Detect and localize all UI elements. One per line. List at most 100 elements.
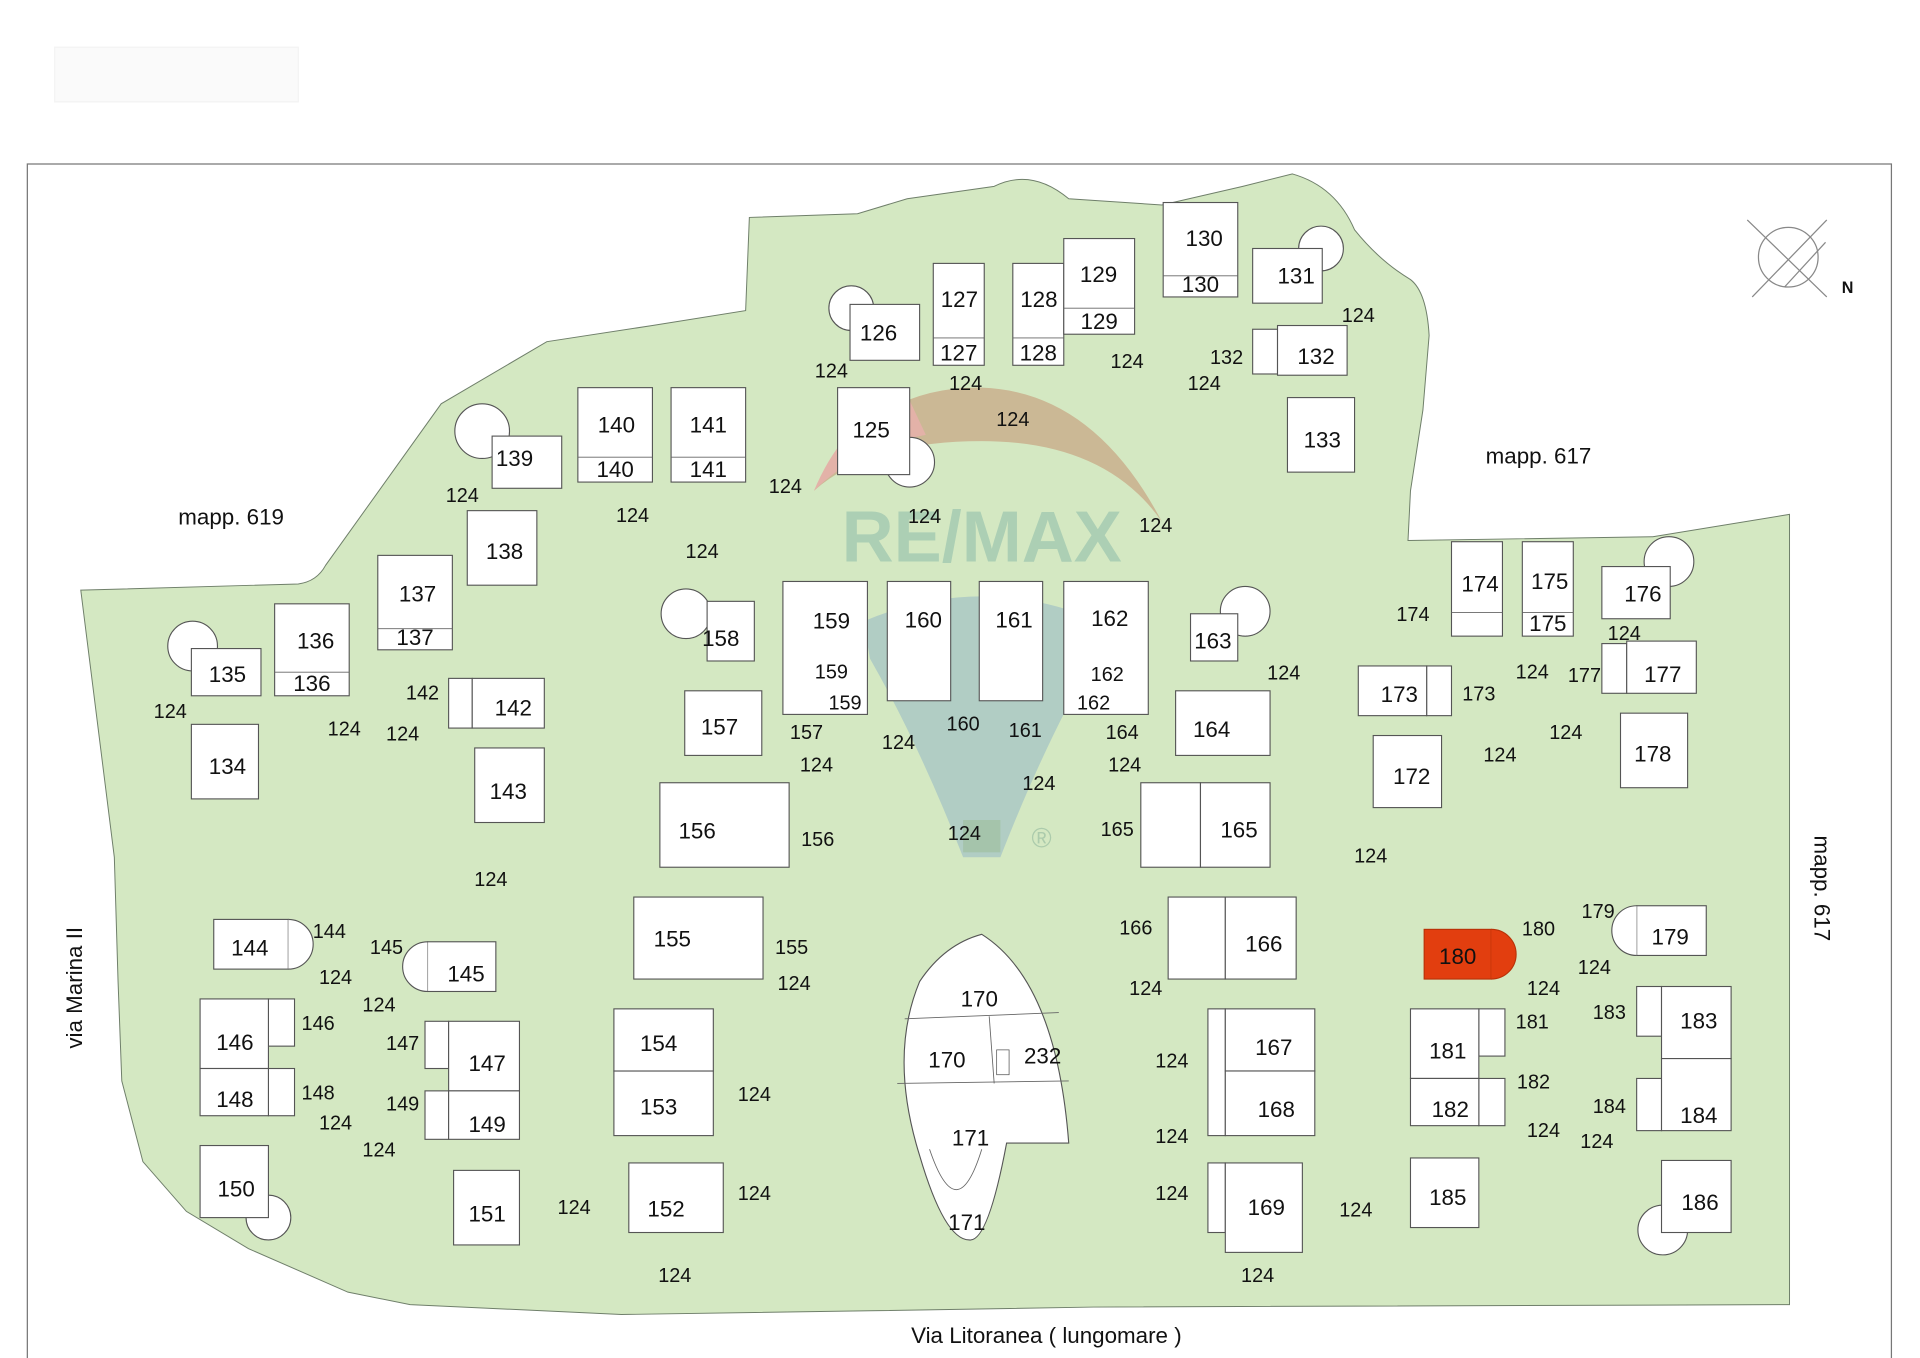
annotation-label: 124	[948, 823, 981, 845]
unit-label: 158	[702, 626, 739, 651]
unit-163[interactable]: 163	[1189, 585, 1271, 662]
unit-148[interactable]: 148	[199, 1067, 296, 1117]
unit-173[interactable]: 173	[1357, 665, 1453, 717]
unit-131[interactable]: 131	[1252, 225, 1344, 304]
oval-room-label: 171	[948, 1210, 985, 1235]
unit-186[interactable]: 186	[1637, 1159, 1732, 1256]
unit-149[interactable]: 149	[424, 1090, 521, 1140]
unit-164[interactable]: 164	[1175, 690, 1271, 756]
unit-159[interactable]: 159	[782, 580, 868, 715]
unit-166[interactable]: 166	[1167, 896, 1297, 980]
unit-172[interactable]: 172	[1372, 734, 1443, 809]
unit-150[interactable]: 150	[199, 1144, 292, 1241]
unit-125[interactable]: 125	[837, 387, 936, 488]
unit-183[interactable]: 183	[1636, 985, 1732, 1060]
unit-134[interactable]: 134	[190, 723, 260, 800]
annotation-label: 124	[1022, 773, 1055, 795]
unit-sublabel: 175	[1529, 611, 1566, 636]
compass-north-label: N	[1842, 279, 1854, 297]
unit-label: 142	[495, 696, 532, 721]
unit-label: 174	[1461, 571, 1498, 596]
unit-sublabel: 130	[1182, 272, 1219, 297]
annotation-label: 124	[1188, 373, 1221, 395]
unit-179[interactable]: 179	[1611, 905, 1707, 957]
unit-139[interactable]: 139	[454, 403, 563, 489]
unit-158[interactable]: 158	[660, 588, 755, 662]
unit-label: 136	[297, 629, 334, 654]
annotation-label: 164	[1106, 722, 1139, 744]
unit-152[interactable]: 152	[628, 1162, 724, 1234]
unit-label: 154	[640, 1031, 677, 1056]
unit-157[interactable]: 157	[684, 690, 763, 756]
unit-156[interactable]: 156	[659, 782, 790, 868]
unit-153[interactable]: 153	[613, 1070, 714, 1137]
unit-label: 126	[860, 320, 897, 345]
unit-144[interactable]: 144	[213, 918, 314, 970]
annotation-label: 124	[769, 476, 802, 498]
unit-label: 183	[1680, 1009, 1717, 1034]
unit-147[interactable]: 147	[424, 1020, 521, 1092]
unit-label: 172	[1393, 764, 1430, 789]
annotation-label: 173	[1462, 684, 1495, 706]
annotation-label: 124	[1608, 623, 1641, 645]
annotation-label: 177	[1568, 665, 1601, 687]
unit-138[interactable]: 138	[466, 510, 538, 586]
unit-132[interactable]: 132	[1252, 324, 1348, 376]
annotation-label: 124	[1483, 745, 1516, 767]
unit-sublabel: 141	[690, 457, 727, 482]
unit-184[interactable]: 184	[1636, 1058, 1732, 1132]
unit-161[interactable]: 161	[978, 580, 1044, 702]
annotation-label: 180	[1522, 919, 1555, 941]
unit-133[interactable]: 133	[1286, 397, 1356, 473]
unit-label: 155	[654, 927, 691, 952]
annotation-label: 147	[386, 1033, 419, 1055]
unit-143[interactable]: 143	[474, 747, 545, 824]
unit-151[interactable]: 151	[453, 1169, 521, 1246]
annotation-label: 142	[406, 683, 439, 705]
unit-label: 185	[1429, 1185, 1466, 1210]
drawing-frame	[26, 163, 1893, 1358]
unit-185[interactable]: 185	[1409, 1157, 1480, 1229]
unit-178[interactable]: 178	[1619, 712, 1689, 789]
unit-162[interactable]: 162	[1063, 580, 1149, 715]
unit-135[interactable]: 135	[167, 620, 262, 697]
unit-176[interactable]: 176	[1601, 536, 1695, 620]
road-label-west: via Marina II	[62, 927, 87, 1049]
unit-181[interactable]: 181	[1409, 1008, 1506, 1080]
annotation-label: 124	[1527, 978, 1560, 1000]
unit-154[interactable]: 154	[613, 1008, 714, 1072]
unit-label: 149	[468, 1112, 505, 1137]
unit-182[interactable]: 182	[1409, 1077, 1506, 1127]
annotation-label: 124	[474, 869, 507, 891]
unit-165[interactable]: 165	[1140, 782, 1271, 868]
oval-building[interactable]	[897, 933, 1070, 1241]
unit-sublabel: 140	[596, 457, 633, 482]
unit-174[interactable]: 174	[1450, 541, 1504, 637]
unit-169[interactable]: 169	[1207, 1162, 1303, 1253]
unit-160[interactable]: 160	[886, 580, 952, 702]
annotation-label: 124	[1580, 1131, 1613, 1153]
annotation-label: 124	[1339, 1199, 1372, 1221]
unit-146[interactable]: 146	[199, 998, 296, 1070]
unit-142[interactable]: 142	[448, 677, 545, 729]
unit-167[interactable]: 167	[1207, 1008, 1316, 1137]
annotation-label: 162	[1091, 664, 1124, 686]
unit-168[interactable]: 168	[1224, 1070, 1316, 1137]
unit-126[interactable]: 126	[828, 285, 921, 361]
annotation-label: 124	[1108, 755, 1141, 777]
unit-180[interactable]: 180	[1423, 928, 1517, 980]
oval-room-label: 232	[1024, 1044, 1061, 1069]
unit-145[interactable]: 145	[402, 941, 497, 993]
unit-155[interactable]: 155	[633, 896, 764, 980]
unit-label: 177	[1644, 662, 1681, 687]
unit-177[interactable]: 177	[1601, 640, 1697, 694]
